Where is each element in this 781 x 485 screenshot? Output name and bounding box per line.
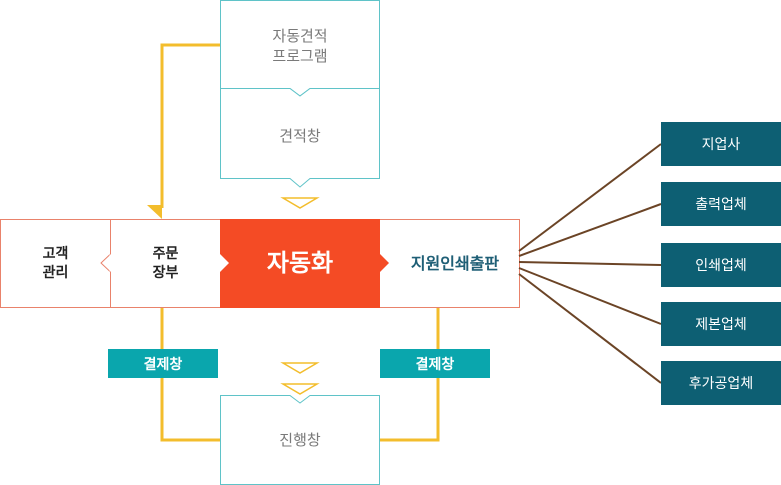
fan-line-1 [518,143,662,252]
partner-binding-company: 제본업체 [661,302,781,346]
payment-badge-right: 결제창 [380,349,490,378]
partner-output-company: 출력업체 [661,182,781,226]
estimate-label: 견적창 [279,126,321,145]
payment-badge-left: 결제창 [108,349,218,378]
yellow-arrowhead [147,205,162,219]
partner-printing-company: 인쇄업체 [661,243,781,287]
fan-line-5 [518,273,662,384]
down-triangle-bottom-1 [280,362,320,374]
fan-line-3 [518,261,662,266]
center-label: 자동화 [266,249,334,278]
partner-paper-supplier: 지업사 [661,122,781,166]
support-arrow [380,254,389,272]
estimate-box [220,88,380,188]
progress-label: 진행창 [279,430,321,449]
down-triangle-top [280,197,320,209]
customer-label: 고객 관리 [42,245,69,281]
partner-finishing-company: 후가공업체 [661,361,781,405]
fan-line-2 [518,203,662,257]
center-left-notch [220,254,229,272]
center-block [220,219,380,308]
program-label: 자동견적 프로그램 [272,26,328,65]
order-label: 주문 장부 [152,245,179,281]
fan-line-4 [518,267,662,325]
down-triangle-bottom-2 [280,383,320,395]
yellow-connector-top [160,43,220,208]
support-label: 지원인쇄출판 [410,253,500,273]
